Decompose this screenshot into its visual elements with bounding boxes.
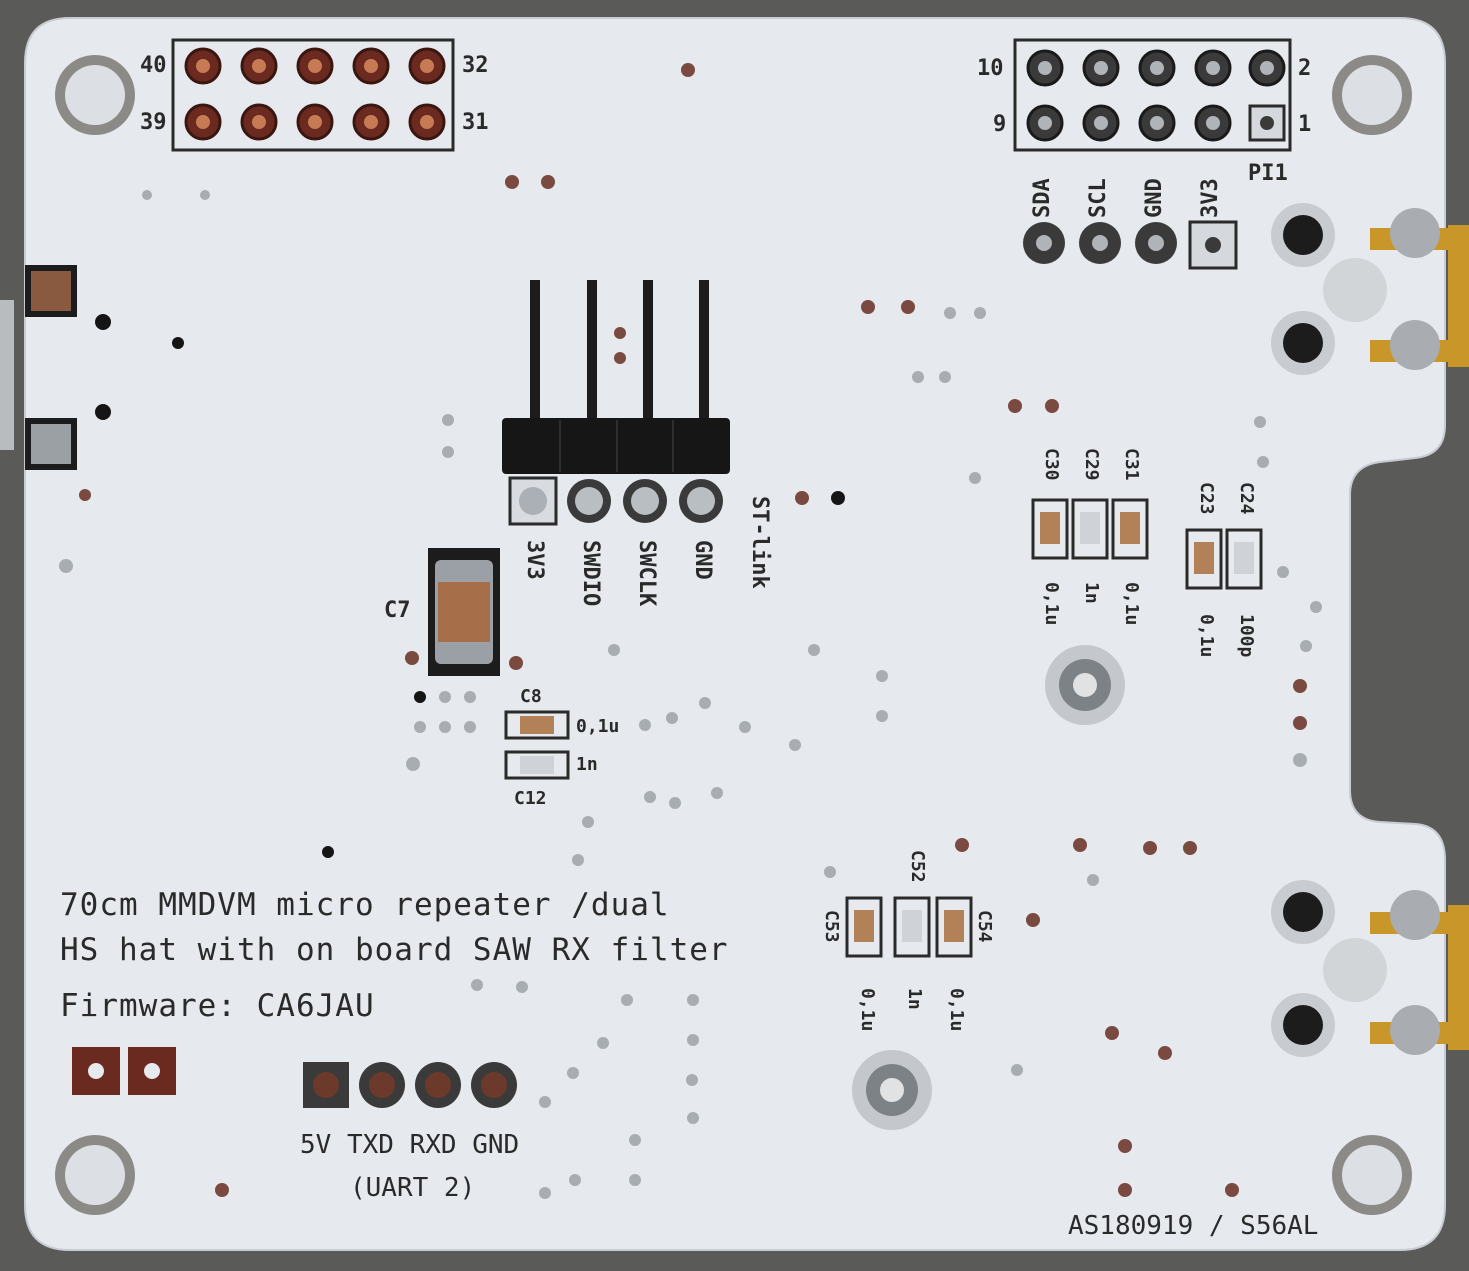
uart-name-label: (UART 2) — [350, 1173, 476, 1203]
left-edge-pads — [0, 265, 77, 470]
vias-black — [95, 314, 845, 858]
c12-value-label: 1n — [576, 754, 598, 775]
revision-label: AS180919 / S56AL — [1068, 1211, 1319, 1241]
vias — [79, 63, 1307, 1197]
i2c-gnd-label: GND — [1142, 178, 1167, 218]
c23-ref-label: C23 — [1196, 482, 1217, 515]
i2c-scl-label: SCL — [1086, 178, 1111, 218]
smd-capacitors — [504, 498, 1263, 958]
gpio-pin-31-label: 31 — [462, 110, 489, 135]
pi1-label: PI1 — [1248, 161, 1288, 186]
stlink-3v3-label: 3V3 — [522, 540, 547, 580]
c23-value-label: 0,1u — [1196, 614, 1217, 658]
uart-txd-label: TXD — [346, 1130, 394, 1160]
rf-posts — [852, 645, 1125, 1130]
stlink-gnd-label: GND — [690, 540, 715, 580]
vias-silver — [59, 190, 1322, 1199]
gpio-pin-40-label: 40 — [140, 53, 167, 78]
c30-value-label: 0,1u — [1041, 582, 1062, 626]
c31-ref-label: C31 — [1121, 448, 1142, 481]
board-title-line2: HS hat with on board SAW RX filter — [60, 932, 729, 968]
c8-ref-label: C8 — [520, 686, 542, 707]
sma-connectors — [1271, 203, 1469, 1057]
gpio-pin-39-label: 39 — [140, 110, 167, 135]
i2c-pads — [1023, 220, 1238, 270]
uart-rxd-label: RXD — [409, 1130, 457, 1160]
stlink-name-label: ST-link — [747, 496, 772, 589]
c53-ref-label: C53 — [821, 910, 842, 943]
i2c-3v3-label: 3V3 — [1198, 178, 1223, 218]
uart-gnd-label: GND — [472, 1130, 520, 1160]
power-pads — [72, 1047, 176, 1095]
c52-value-label: 1n — [904, 988, 925, 1010]
i2c-sda-label: SDA — [1030, 178, 1055, 218]
pi1-pin-1-label: 1 — [1298, 112, 1312, 137]
c8-value-label: 0,1u — [576, 716, 620, 737]
gpio-pin-32-label: 32 — [462, 53, 489, 78]
pcb-board — [24, 17, 1446, 1251]
c54-value-label: 0,1u — [946, 988, 967, 1032]
board-title-line1: 70cm MMDVM micro repeater /dual — [60, 887, 670, 923]
c24-value-label: 100p — [1236, 614, 1257, 658]
pi1-pin-2-label: 2 — [1298, 56, 1312, 81]
c7-label: C7 — [384, 598, 411, 623]
c53-value-label: 0,1u — [857, 988, 878, 1032]
c29-ref-label: C29 — [1081, 448, 1102, 481]
mounting-holes — [55, 55, 1412, 1215]
stlink-swdio-label: SWDIO — [578, 540, 603, 607]
c29-value-label: 1n — [1081, 582, 1102, 604]
uart-5v-label: 5V — [300, 1130, 332, 1160]
firmware-label: Firmware: CA6JAU — [60, 988, 375, 1024]
gpio-header — [171, 38, 455, 152]
stlink-pin-header — [502, 280, 730, 526]
c7-capacitor — [428, 548, 500, 676]
c12-ref-label: C12 — [514, 788, 547, 809]
c24-ref-label: C24 — [1236, 482, 1257, 515]
stlink-swclk-label: SWCLK — [634, 540, 659, 607]
pi1-pin-9-label: 9 — [993, 112, 1007, 137]
pi1-pin-10-label: 10 — [977, 56, 1004, 81]
c52-ref-label: C52 — [907, 850, 928, 883]
c31-value-label: 0,1u — [1121, 582, 1142, 626]
uart-pads — [303, 1062, 517, 1108]
c54-ref-label: C54 — [974, 910, 995, 943]
pi1-header — [1013, 38, 1292, 152]
c30-ref-label: C30 — [1041, 448, 1062, 481]
uart-pin-labels: 5V TXD RXD GND — [300, 1132, 519, 1158]
